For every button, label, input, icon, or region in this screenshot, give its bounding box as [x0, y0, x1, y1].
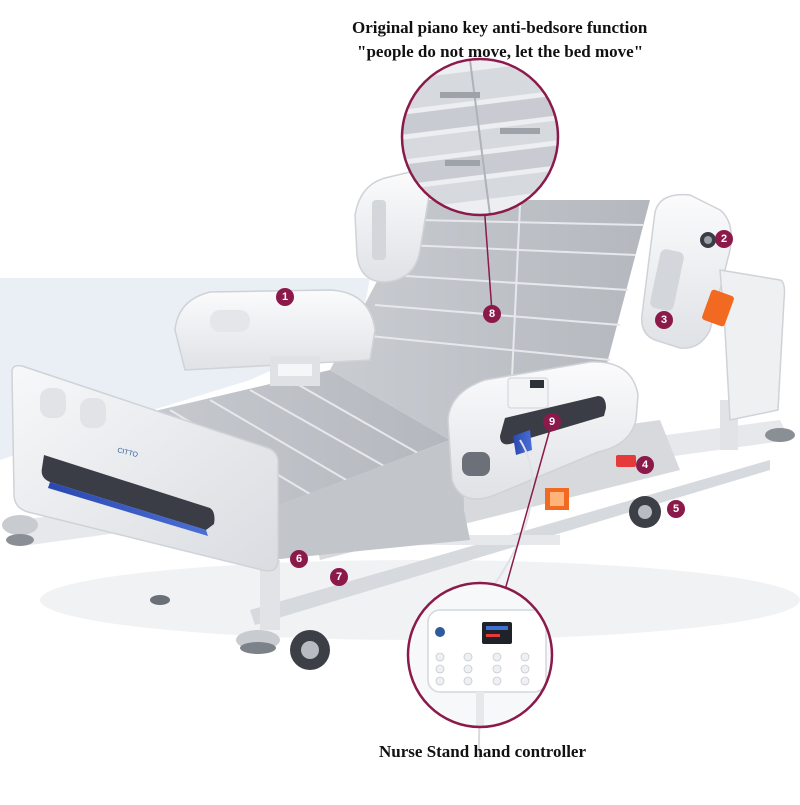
side-rail-head-left [354, 171, 431, 283]
marker-6: 6 [290, 550, 308, 568]
floor-shadow [40, 560, 800, 640]
marker-5: 5 [667, 500, 685, 518]
marker-2: 2 [715, 230, 733, 248]
caption-hand-controller: Nurse Stand hand controller [379, 742, 587, 761]
bed-brand: CITTO [117, 447, 139, 459]
marker-7: 7 [330, 568, 348, 586]
marker-4: 4 [636, 456, 654, 474]
piano-key-zoom [400, 57, 560, 217]
marker-3: 3 [655, 311, 673, 329]
marker-9: 9 [543, 413, 561, 431]
headboard [641, 193, 786, 421]
side-rail-far [174, 289, 376, 386]
caster-wheels [2, 428, 795, 670]
marker-1: 1 [276, 288, 294, 306]
caption-piano-key: Original piano key anti-bedsore function [352, 18, 648, 37]
hand-controller-zoom [406, 581, 554, 729]
marker-8: 8 [483, 305, 501, 323]
brake-pedal [616, 455, 636, 467]
caption-slogan: "people do not move, let the bed move" [357, 42, 644, 61]
footboard: CITTO [11, 364, 279, 572]
